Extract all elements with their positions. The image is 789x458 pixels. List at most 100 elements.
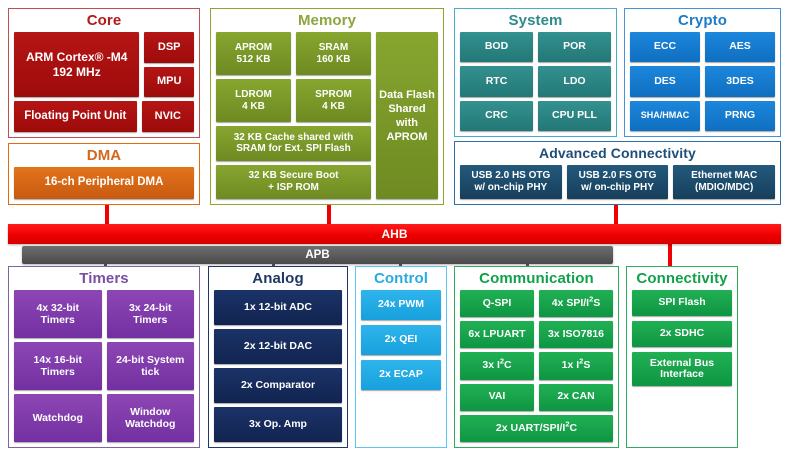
block-lpuart: 6x LPUART	[460, 321, 534, 349]
block-adc: 1x 12-bit ADC	[214, 290, 342, 325]
block-usb-hs-otg: USB 2.0 HS OTG w/ on-chip PHY	[460, 165, 562, 199]
section-system: System BOD POR RTC LDO CRC CPU PLL	[454, 8, 617, 137]
block-nvic: NVIC	[141, 101, 194, 132]
sprom-line2: 4 KB	[322, 100, 345, 112]
usb-hs-line2: w/ on-chip PHY	[474, 182, 548, 193]
block-spi-i2s: 4x SPI/I2S	[539, 290, 613, 318]
section-title-timers: Timers	[79, 270, 129, 287]
i2s-post: S	[583, 359, 591, 372]
block-spi-flash: SPI Flash	[632, 290, 732, 316]
spi-i2s-pre: 4x SPI/I	[551, 296, 590, 309]
connector-core-dma-to-ahb	[105, 205, 109, 225]
block-floating-point-unit: Floating Point Unit	[14, 101, 137, 132]
uart-spi-i2c-post: C	[569, 421, 578, 434]
bus-apb: APB	[22, 246, 613, 264]
secboot-line1: 32 KB Secure Boot	[248, 170, 339, 182]
t2l2: Timers	[40, 366, 75, 378]
block-pwm: 24x PWM	[361, 290, 441, 320]
block-aprom: APROM 512 KB	[216, 32, 291, 76]
usb-hs-line1: USB 2.0 HS OTG	[471, 170, 551, 181]
t3l2: tick	[141, 366, 160, 378]
usb-fs-line1: USB 2.0 FS OTG	[578, 170, 657, 181]
block-aes: AES	[705, 32, 775, 63]
section-title-crypto: Crypto	[678, 12, 727, 29]
secboot-line2: + ISP ROM	[268, 181, 319, 193]
block-op-amp: 3x Op. Amp	[214, 407, 342, 442]
block-peripheral-dma: 16-ch Peripheral DMA	[14, 167, 194, 199]
i2c-post: C	[504, 359, 512, 372]
section-core: Core ARM Cortex® -M4 192 MHz DSP MPU Flo…	[8, 8, 200, 138]
block-i2s: 1x I2S	[539, 352, 613, 380]
cpu-line1: ARM Cortex® -M4	[25, 49, 128, 64]
cpu-line2: 192 MHz	[52, 64, 101, 79]
t1l2: Timers	[133, 314, 168, 326]
block-sdhc: 2x SDHC	[632, 321, 732, 347]
block-dsp: DSP	[144, 32, 194, 63]
t3l1: 24-bit System	[116, 353, 185, 366]
block-por: POR	[538, 32, 611, 63]
block-sha-hmac: SHA/HMAC	[630, 100, 700, 131]
section-title-system: System	[508, 12, 563, 29]
cache-line1: 32 KB Cache shared with	[233, 131, 354, 143]
block-rtc: RTC	[460, 66, 533, 97]
block-watchdog: Watchdog	[14, 394, 102, 442]
section-title-memory: Memory	[297, 12, 357, 29]
block-vai: VAI	[460, 383, 534, 411]
block-prng: PRNG	[705, 100, 775, 131]
block-usb-fs-otg: USB 2.0 FS OTG w/ on-chip PHY	[566, 165, 669, 199]
sram-line2: 160 KB	[316, 53, 351, 65]
ldrom-line1: LDROM	[235, 89, 272, 101]
block-sram: SRAM 160 KB	[296, 32, 371, 76]
t0l2: Timers	[40, 314, 75, 326]
connector-ahb-to-connectivity	[668, 243, 672, 268]
block-data-flash: Data Flash Shared with APROM	[376, 32, 438, 199]
uart-spi-i2c-pre: 2x UART/SPI/I	[495, 421, 566, 434]
connector-apb-to-analog	[272, 263, 275, 268]
connector-memory-to-ahb	[327, 205, 331, 225]
aprom-line1: APROM	[234, 42, 273, 54]
eth-line1: Ethernet MAC	[691, 170, 758, 181]
block-qei: 2x QEI	[361, 325, 441, 355]
block-ecc: ECC	[630, 32, 700, 63]
block-iso7816: 3x ISO7816	[539, 321, 613, 349]
section-advanced-connectivity: Advanced Connectivity USB 2.0 HS OTG w/ …	[454, 141, 781, 205]
block-dac: 2x 12-bit DAC	[214, 329, 342, 364]
ebi-l1: External Bus	[649, 356, 715, 369]
t0l1: 4x 32-bit	[36, 301, 80, 314]
block-sprom: SPROM 4 KB	[296, 79, 371, 123]
block-3des: 3DES	[705, 66, 775, 97]
connector-apb-to-timers	[104, 263, 107, 268]
t2l1: 14x 16-bit	[33, 353, 82, 366]
block-comparator: 2x Comparator	[214, 368, 342, 403]
section-title-control: Control	[373, 270, 429, 287]
section-title-connectivity: Connectivity	[636, 270, 728, 287]
i2s-pre: 1x I	[561, 359, 580, 372]
t5l2: Watchdog	[125, 418, 176, 430]
aprom-line2: 512 KB	[236, 53, 271, 65]
sram-line1: SRAM	[318, 42, 349, 54]
block-arm-cortex-m4: ARM Cortex® -M4 192 MHz	[14, 32, 140, 98]
section-title-dma: DMA	[86, 147, 122, 164]
section-memory: Memory APROM 512 KB SRAM 160 KB	[210, 8, 444, 205]
block-mpu: MPU	[144, 66, 194, 98]
section-title-core: Core	[86, 12, 122, 29]
section-crypto: Crypto ECC AES DES 3DES SHA/HMAC PRNG	[624, 8, 781, 137]
i2s-sup: 2	[579, 356, 584, 366]
section-communication: Communication Q-SPI 4x SPI/I2S 6x LPUART…	[454, 266, 619, 448]
uart-spi-i2c-sup: 2	[565, 419, 570, 429]
block-uart-spi-i2c: 2x UART/SPI/I2C	[460, 414, 613, 443]
control-spacer	[361, 395, 441, 442]
block-cpu-pll: CPU PLL	[538, 100, 611, 131]
sprom-line1: SPROM	[315, 89, 352, 101]
section-title-communication: Communication	[479, 270, 594, 287]
block-crc: CRC	[460, 100, 533, 131]
ldrom-line2: 4 KB	[242, 100, 265, 112]
